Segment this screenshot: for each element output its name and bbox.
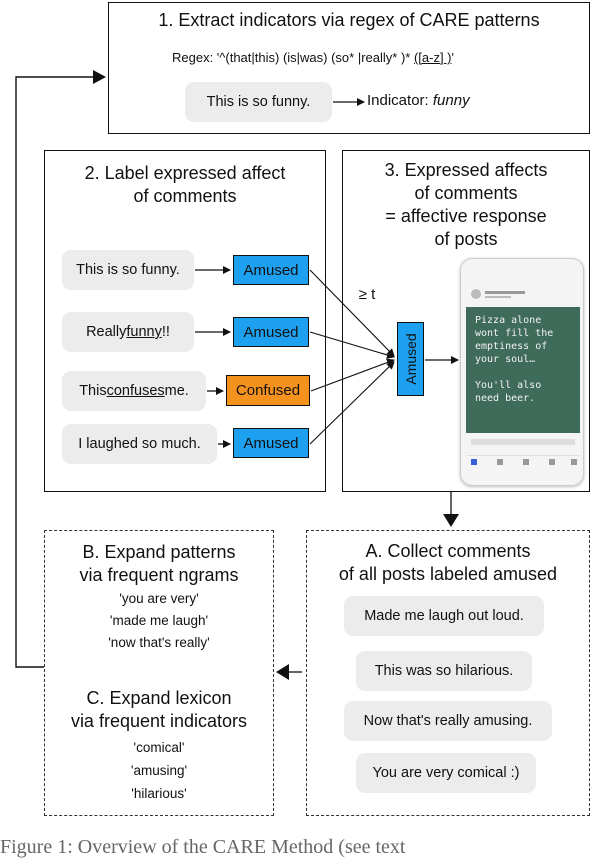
step2-title-line2: of comments xyxy=(133,186,237,206)
step3-title-line2: of comments xyxy=(414,183,518,203)
nav-icon xyxy=(571,459,577,465)
regex-prefix: Regex: '^(that|this) (is|was) (so* |real… xyxy=(172,50,414,65)
stepC-title-line1: C. Expand lexicon xyxy=(86,688,232,708)
collected-comment: This was so hilarious. xyxy=(356,651,532,691)
collected-comment: You are very comical :) xyxy=(356,753,536,793)
step3-box xyxy=(342,150,590,492)
comment-bubble: Really funny!! xyxy=(62,312,194,352)
stepA-title: A. Collect comments of all posts labeled… xyxy=(306,540,590,586)
post-meta-line xyxy=(485,296,511,298)
stepB-title-line1: B. Expand patterns xyxy=(82,542,236,562)
collected-comment: Now that's really amusing. xyxy=(344,701,552,741)
nav-icon xyxy=(523,459,529,465)
ngram-item: 'you are very' xyxy=(119,591,199,606)
step1-box xyxy=(108,2,590,134)
ngram-item: 'now that's really' xyxy=(108,635,210,650)
arrow-label-to-aggregate xyxy=(310,358,395,392)
comment-text: This is so funny. xyxy=(76,262,180,278)
avatar xyxy=(471,289,481,299)
step2-box xyxy=(44,150,326,492)
stepB-title-line2: via frequent ngrams xyxy=(79,565,239,585)
comment-text: Really xyxy=(86,324,127,340)
comment-text: I laughed so much. xyxy=(78,436,201,452)
stepA-title-line1: A. Collect comments xyxy=(365,541,531,561)
home-icon xyxy=(471,459,477,465)
post-text-2: You'll also need beer. xyxy=(475,380,542,404)
nav-icon xyxy=(497,459,503,465)
arrow-label-to-aggregate xyxy=(309,331,395,359)
nav-icon xyxy=(549,459,555,465)
phone-nav-bar xyxy=(467,455,579,468)
threshold-label: ≥ t xyxy=(358,286,376,303)
affect-label: Amused xyxy=(233,255,309,285)
arrow-collect-to-expand-head xyxy=(276,664,289,680)
indicator-item: 'hilarious' xyxy=(131,786,187,801)
step3-title-line3: = affective response xyxy=(385,206,547,226)
step2-title-line1: 2. Label expressed affect xyxy=(84,163,286,183)
comment-text-end: me. xyxy=(164,383,189,399)
indicator-item: 'amusing' xyxy=(130,763,188,778)
regex-suffix: ' xyxy=(451,50,454,65)
indicator-value: funny xyxy=(432,92,470,109)
post-image: Pizza alone wont fill the emptiness of y… xyxy=(466,307,580,433)
ngram-item: 'made me laugh' xyxy=(109,613,209,628)
comment-text: This xyxy=(79,383,107,399)
collected-comment: Made me laugh out loud. xyxy=(344,596,544,636)
indicator-label: Indicator: xyxy=(367,92,433,109)
arrow-label-to-aggregate xyxy=(309,361,395,445)
step3-title-line4: of posts xyxy=(434,229,498,249)
regex-group: ([a-z] ) xyxy=(413,50,452,65)
comment-bubble: This is so funny. xyxy=(62,250,194,290)
comment-indicator: confuses xyxy=(106,383,165,399)
step1-example-bubble: This is so funny. xyxy=(185,82,332,122)
arrow-loop-back-head xyxy=(93,70,106,84)
affect-label: Amused xyxy=(233,317,309,347)
post-actions-bar xyxy=(471,439,575,445)
comment-indicator: funny xyxy=(126,324,162,340)
step1-regex: Regex: '^(that|this) (is|was) (so* |real… xyxy=(172,50,454,65)
step3-title-line1: 3. Expressed affects xyxy=(384,160,548,180)
indicator-item: 'comical' xyxy=(133,740,185,755)
post-text: Pizza alone wont fill the emptiness of y… xyxy=(475,315,554,365)
arrow-loop-back xyxy=(15,76,96,668)
step1-title: 1. Extract indicators via regex of CARE … xyxy=(158,10,540,30)
post-author-line xyxy=(485,291,525,294)
affect-label: Amused xyxy=(233,428,309,458)
step2-title: 2. Label expressed affect of comments xyxy=(44,162,326,208)
step3-title: 3. Expressed affects of comments = affec… xyxy=(342,159,590,251)
stepA-box xyxy=(306,530,590,816)
affect-label: Confused xyxy=(226,375,310,406)
arrow-step3-to-collect-head xyxy=(443,514,459,527)
comment-text-end: !! xyxy=(161,324,170,340)
stepC-title: C. Expand lexicon via frequent indicator… xyxy=(44,687,274,733)
aggregate-affect-box: Amused xyxy=(397,322,424,396)
phone-post-header xyxy=(471,289,575,301)
comment-bubble: This confuses me. xyxy=(62,371,206,411)
stepBC-box xyxy=(44,530,274,816)
stepB-title: B. Expand patterns via frequent ngrams xyxy=(44,541,274,587)
phone-mockup: Pizza alone wont fill the emptiness of y… xyxy=(460,258,584,486)
stepC-title-line2: via frequent indicators xyxy=(70,711,248,731)
comment-bubble: I laughed so much. xyxy=(62,424,217,464)
step1-indicator: Indicator: funny xyxy=(367,92,470,109)
stepA-title-line2: of all posts labeled amused xyxy=(338,564,558,584)
arrow-label-to-aggregate xyxy=(309,269,395,357)
